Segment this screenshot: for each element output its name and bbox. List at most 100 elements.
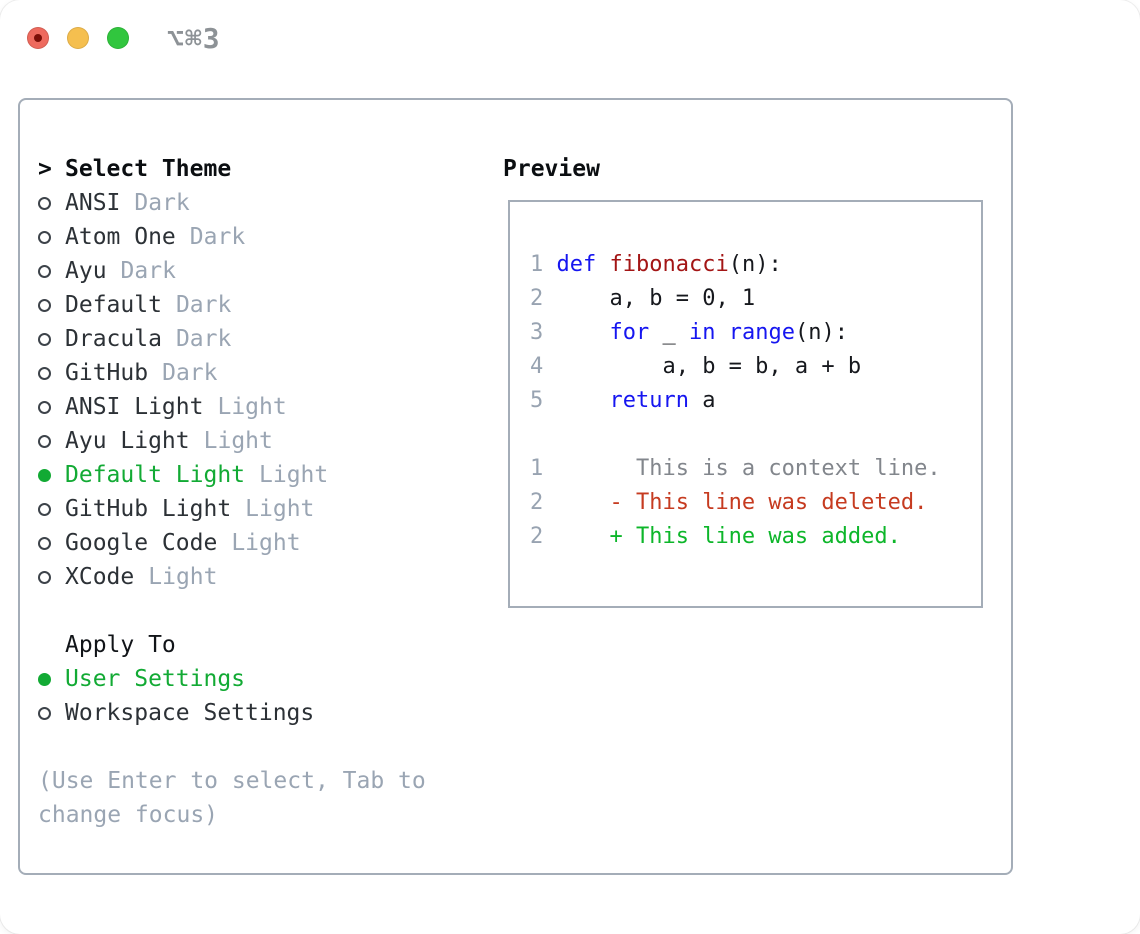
- radio-icon: [38, 468, 51, 482]
- picker-title: Select Theme: [65, 156, 232, 182]
- code-token: [715, 320, 728, 345]
- traffic-lights: [27, 27, 129, 49]
- radio-icon: [38, 230, 51, 244]
- theme-name: ANSI Light: [65, 394, 204, 420]
- theme-item[interactable]: Ayu Dark: [38, 254, 468, 288]
- theme-name: Atom One: [65, 224, 176, 250]
- line-number: 5: [530, 388, 544, 413]
- theme-item[interactable]: Default Light Light: [38, 458, 468, 492]
- code-token: This is a context line.: [556, 456, 941, 481]
- radio-icon: [38, 332, 51, 346]
- option-label: Workspace Settings: [65, 700, 315, 726]
- theme-name: Dracula: [65, 326, 162, 352]
- line-number: 3: [530, 320, 544, 345]
- code-token: a: [688, 388, 716, 413]
- apply-to-label: Apply To: [65, 632, 176, 658]
- theme-variant: Light: [245, 496, 315, 522]
- code-token: a, b = b, a + b: [556, 354, 862, 379]
- theme-variant: Dark: [120, 258, 176, 284]
- theme-item[interactable]: GitHub Dark: [38, 356, 468, 390]
- radio-icon: [38, 400, 51, 414]
- code-line: 5 return a: [530, 384, 981, 418]
- theme-item[interactable]: Default Dark: [38, 288, 468, 322]
- line-number: 2: [530, 524, 544, 549]
- theme-item[interactable]: Atom One Dark: [38, 220, 468, 254]
- close-button[interactable]: [27, 27, 49, 49]
- close-dot-icon: [34, 34, 42, 42]
- radio-icon: [38, 366, 51, 380]
- theme-item[interactable]: Ayu Light Light: [38, 424, 468, 458]
- theme-name: Default: [65, 292, 162, 318]
- apply-option[interactable]: Workspace Settings: [38, 696, 468, 730]
- theme-variant: Dark: [175, 326, 232, 352]
- code-token: def: [556, 252, 597, 277]
- radio-icon: [38, 298, 51, 312]
- code-token: (n):: [794, 320, 848, 345]
- code-line: 2 a, b = 0, 1: [530, 282, 981, 316]
- code-line: 4 a, b = b, a + b: [530, 350, 981, 384]
- line-number: 1: [530, 456, 544, 481]
- code-token: for: [609, 320, 650, 345]
- apply-option[interactable]: User Settings: [38, 662, 468, 696]
- preview-label: Preview: [503, 156, 600, 182]
- code-token: [557, 320, 610, 345]
- line-number: 2: [530, 490, 544, 515]
- theme-item[interactable]: Dracula Dark: [38, 322, 468, 356]
- code-line: 1 This is a context line.: [530, 452, 981, 486]
- code-line: 2 - This line was deleted.: [530, 486, 981, 520]
- theme-name: Ayu: [65, 258, 107, 284]
- code-token: in: [688, 320, 716, 345]
- theme-name: Default Light: [65, 462, 246, 488]
- window-title: ⌥⌘3: [167, 22, 221, 55]
- theme-variant: Light: [203, 428, 273, 454]
- code-token: [557, 388, 610, 413]
- code-token: range: [728, 320, 795, 345]
- picker-header: > Select Theme: [38, 152, 468, 186]
- apply-to-header: Apply To: [38, 628, 468, 662]
- theme-name: Ayu Light: [65, 428, 190, 454]
- line-number: 2: [530, 286, 544, 311]
- line-number: 4: [530, 354, 544, 379]
- minimize-button[interactable]: [67, 27, 89, 49]
- theme-name: GitHub Light: [65, 496, 232, 522]
- theme-item[interactable]: XCode Light: [38, 560, 468, 594]
- code-token: - This line was deleted.: [556, 490, 928, 515]
- theme-name: Google Code: [65, 530, 218, 556]
- theme-variant: Light: [259, 462, 329, 488]
- theme-variant: Dark: [175, 292, 232, 318]
- theme-item[interactable]: ANSI Dark: [38, 186, 468, 220]
- theme-item[interactable]: Google Code Light: [38, 526, 468, 560]
- radio-icon: [38, 502, 51, 516]
- theme-name: XCode: [65, 564, 135, 590]
- code-token: _: [649, 320, 689, 345]
- radio-icon: [38, 264, 51, 278]
- code-line: 2 + This line was added.: [530, 520, 981, 554]
- keyboard-hint: (Use Enter to select, Tab to change focu…: [38, 768, 426, 828]
- code-line: 3 for _ in range(n):: [530, 316, 981, 350]
- theme-variant: Light: [231, 530, 301, 556]
- code-token: fibonacci: [609, 252, 729, 277]
- zoom-button[interactable]: [107, 27, 129, 49]
- radio-icon: [38, 672, 51, 686]
- theme-variant: Dark: [189, 224, 246, 250]
- theme-item[interactable]: GitHub Light Light: [38, 492, 468, 526]
- theme-name: GitHub: [65, 360, 149, 386]
- code-token: (n):: [728, 252, 782, 277]
- theme-variant: Light: [148, 564, 218, 590]
- option-label: User Settings: [65, 666, 246, 692]
- theme-variant: Dark: [134, 190, 190, 216]
- radio-icon: [38, 196, 51, 210]
- spacer: [38, 594, 468, 628]
- line-number: 1: [530, 252, 544, 277]
- code-line: [530, 418, 981, 452]
- theme-name: ANSI: [65, 190, 121, 216]
- theme-variant: Dark: [162, 360, 218, 386]
- code-line: 1 def fibonacci(n):: [530, 248, 981, 282]
- radio-icon: [38, 536, 51, 550]
